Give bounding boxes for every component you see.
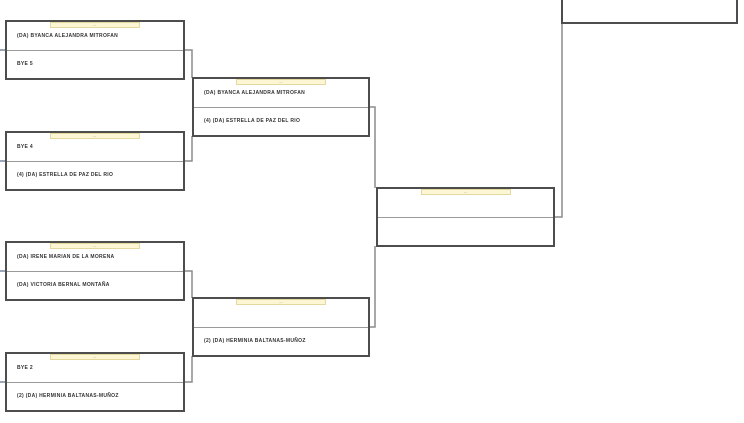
player-slot-r1m3-2[interactable]: (DA) VICTORIA BERNAL MONTAÑA bbox=[7, 270, 183, 300]
player-name: (4) (DA) ESTRELLA DE PAZ DEL RIO bbox=[17, 172, 114, 179]
round-connector-lines bbox=[185, 24, 563, 383]
strip-label: — bbox=[93, 23, 97, 27]
strip-label: — bbox=[463, 190, 468, 194]
player-slot-r1m1-1[interactable]: (DA) BYANCA ALEJANDRA MITROFAN bbox=[7, 22, 183, 50]
match-box-r1m3: — (DA) IRENE MARIAN DE LA MORENA (DA) VI… bbox=[5, 241, 185, 301]
match-strip: — bbox=[50, 243, 140, 249]
match-strip: — bbox=[420, 189, 511, 195]
player-slot-r3m1-2[interactable] bbox=[378, 216, 553, 246]
player-name: BYE 4 bbox=[17, 143, 33, 150]
player-slot-r2m2-2[interactable]: (2) (DA) HERMINIA BALTANAS-MUÑOZ bbox=[194, 326, 368, 356]
player-name: (DA) BYANCA ALEJANDRA MITROFAN bbox=[17, 32, 119, 39]
player-name: BYE 5 bbox=[17, 61, 33, 68]
match-strip: — bbox=[50, 22, 140, 28]
match-strip: — bbox=[50, 354, 140, 360]
match-box-r2m2: — (2) (DA) HERMINIA BALTANAS-MUÑOZ bbox=[192, 297, 370, 357]
match-box-r2m1: — (DA) BYANCA ALEJANDRA MITROFAN (4) (DA… bbox=[192, 77, 370, 137]
edge-stub-lines bbox=[0, 49, 5, 383]
strip-label: — bbox=[279, 80, 283, 84]
match-box-r1m1: — (DA) BYANCA ALEJANDRA MITROFAN BYE 5 bbox=[5, 20, 185, 80]
player-name: (DA) IRENE MARIAN DE LA MORENA bbox=[17, 253, 115, 260]
player-slot-r1m3-1[interactable]: (DA) IRENE MARIAN DE LA MORENA bbox=[7, 243, 183, 271]
strip-label: — bbox=[93, 244, 97, 248]
player-slot-r1m2-2[interactable]: (4) (DA) ESTRELLA DE PAZ DEL RIO bbox=[7, 160, 183, 190]
match-strip: — bbox=[50, 133, 140, 139]
match-box-r1m4: — BYE 2 (2) (DA) HERMINIA BALTANAS-MUÑOZ bbox=[5, 352, 185, 412]
player-name: (2) (DA) HERMINIA BALTANAS-MUÑOZ bbox=[204, 338, 306, 345]
player-slot-r1m4-1[interactable]: BYE 2 bbox=[7, 354, 183, 382]
match-box-r1m2: — BYE 4 (4) (DA) ESTRELLA DE PAZ DEL RIO bbox=[5, 131, 185, 191]
player-slot-r1m1-2[interactable]: BYE 5 bbox=[7, 49, 183, 79]
player-name: BYE 2 bbox=[17, 364, 33, 371]
player-slot-r2m1-2[interactable]: (4) (DA) ESTRELLA DE PAZ DEL RIO bbox=[194, 106, 368, 136]
match-box-r3m1: — bbox=[376, 187, 555, 247]
match-strip: — bbox=[236, 79, 326, 85]
player-name: (2) (DA) HERMINIA BALTANAS-MUÑOZ bbox=[17, 393, 119, 400]
player-slot-next-2[interactable] bbox=[563, 0, 736, 22]
player-slot-r1m2-1[interactable]: BYE 4 bbox=[7, 133, 183, 161]
player-name: (DA) BYANCA ALEJANDRA MITROFAN bbox=[204, 89, 306, 96]
player-name: (4) (DA) ESTRELLA DE PAZ DEL RIO bbox=[204, 118, 301, 125]
match-strip: — bbox=[236, 299, 326, 305]
strip-label: — bbox=[93, 134, 97, 138]
player-slot-r1m4-2[interactable]: (2) (DA) HERMINIA BALTANAS-MUÑOZ bbox=[7, 381, 183, 411]
player-name: (DA) VICTORIA BERNAL MONTAÑA bbox=[17, 282, 110, 289]
strip-label: — bbox=[93, 355, 97, 359]
player-slot-r2m1-1[interactable]: (DA) BYANCA ALEJANDRA MITROFAN bbox=[194, 79, 368, 107]
strip-label: — bbox=[279, 300, 283, 304]
match-box-next-round-partial bbox=[561, 0, 738, 24]
